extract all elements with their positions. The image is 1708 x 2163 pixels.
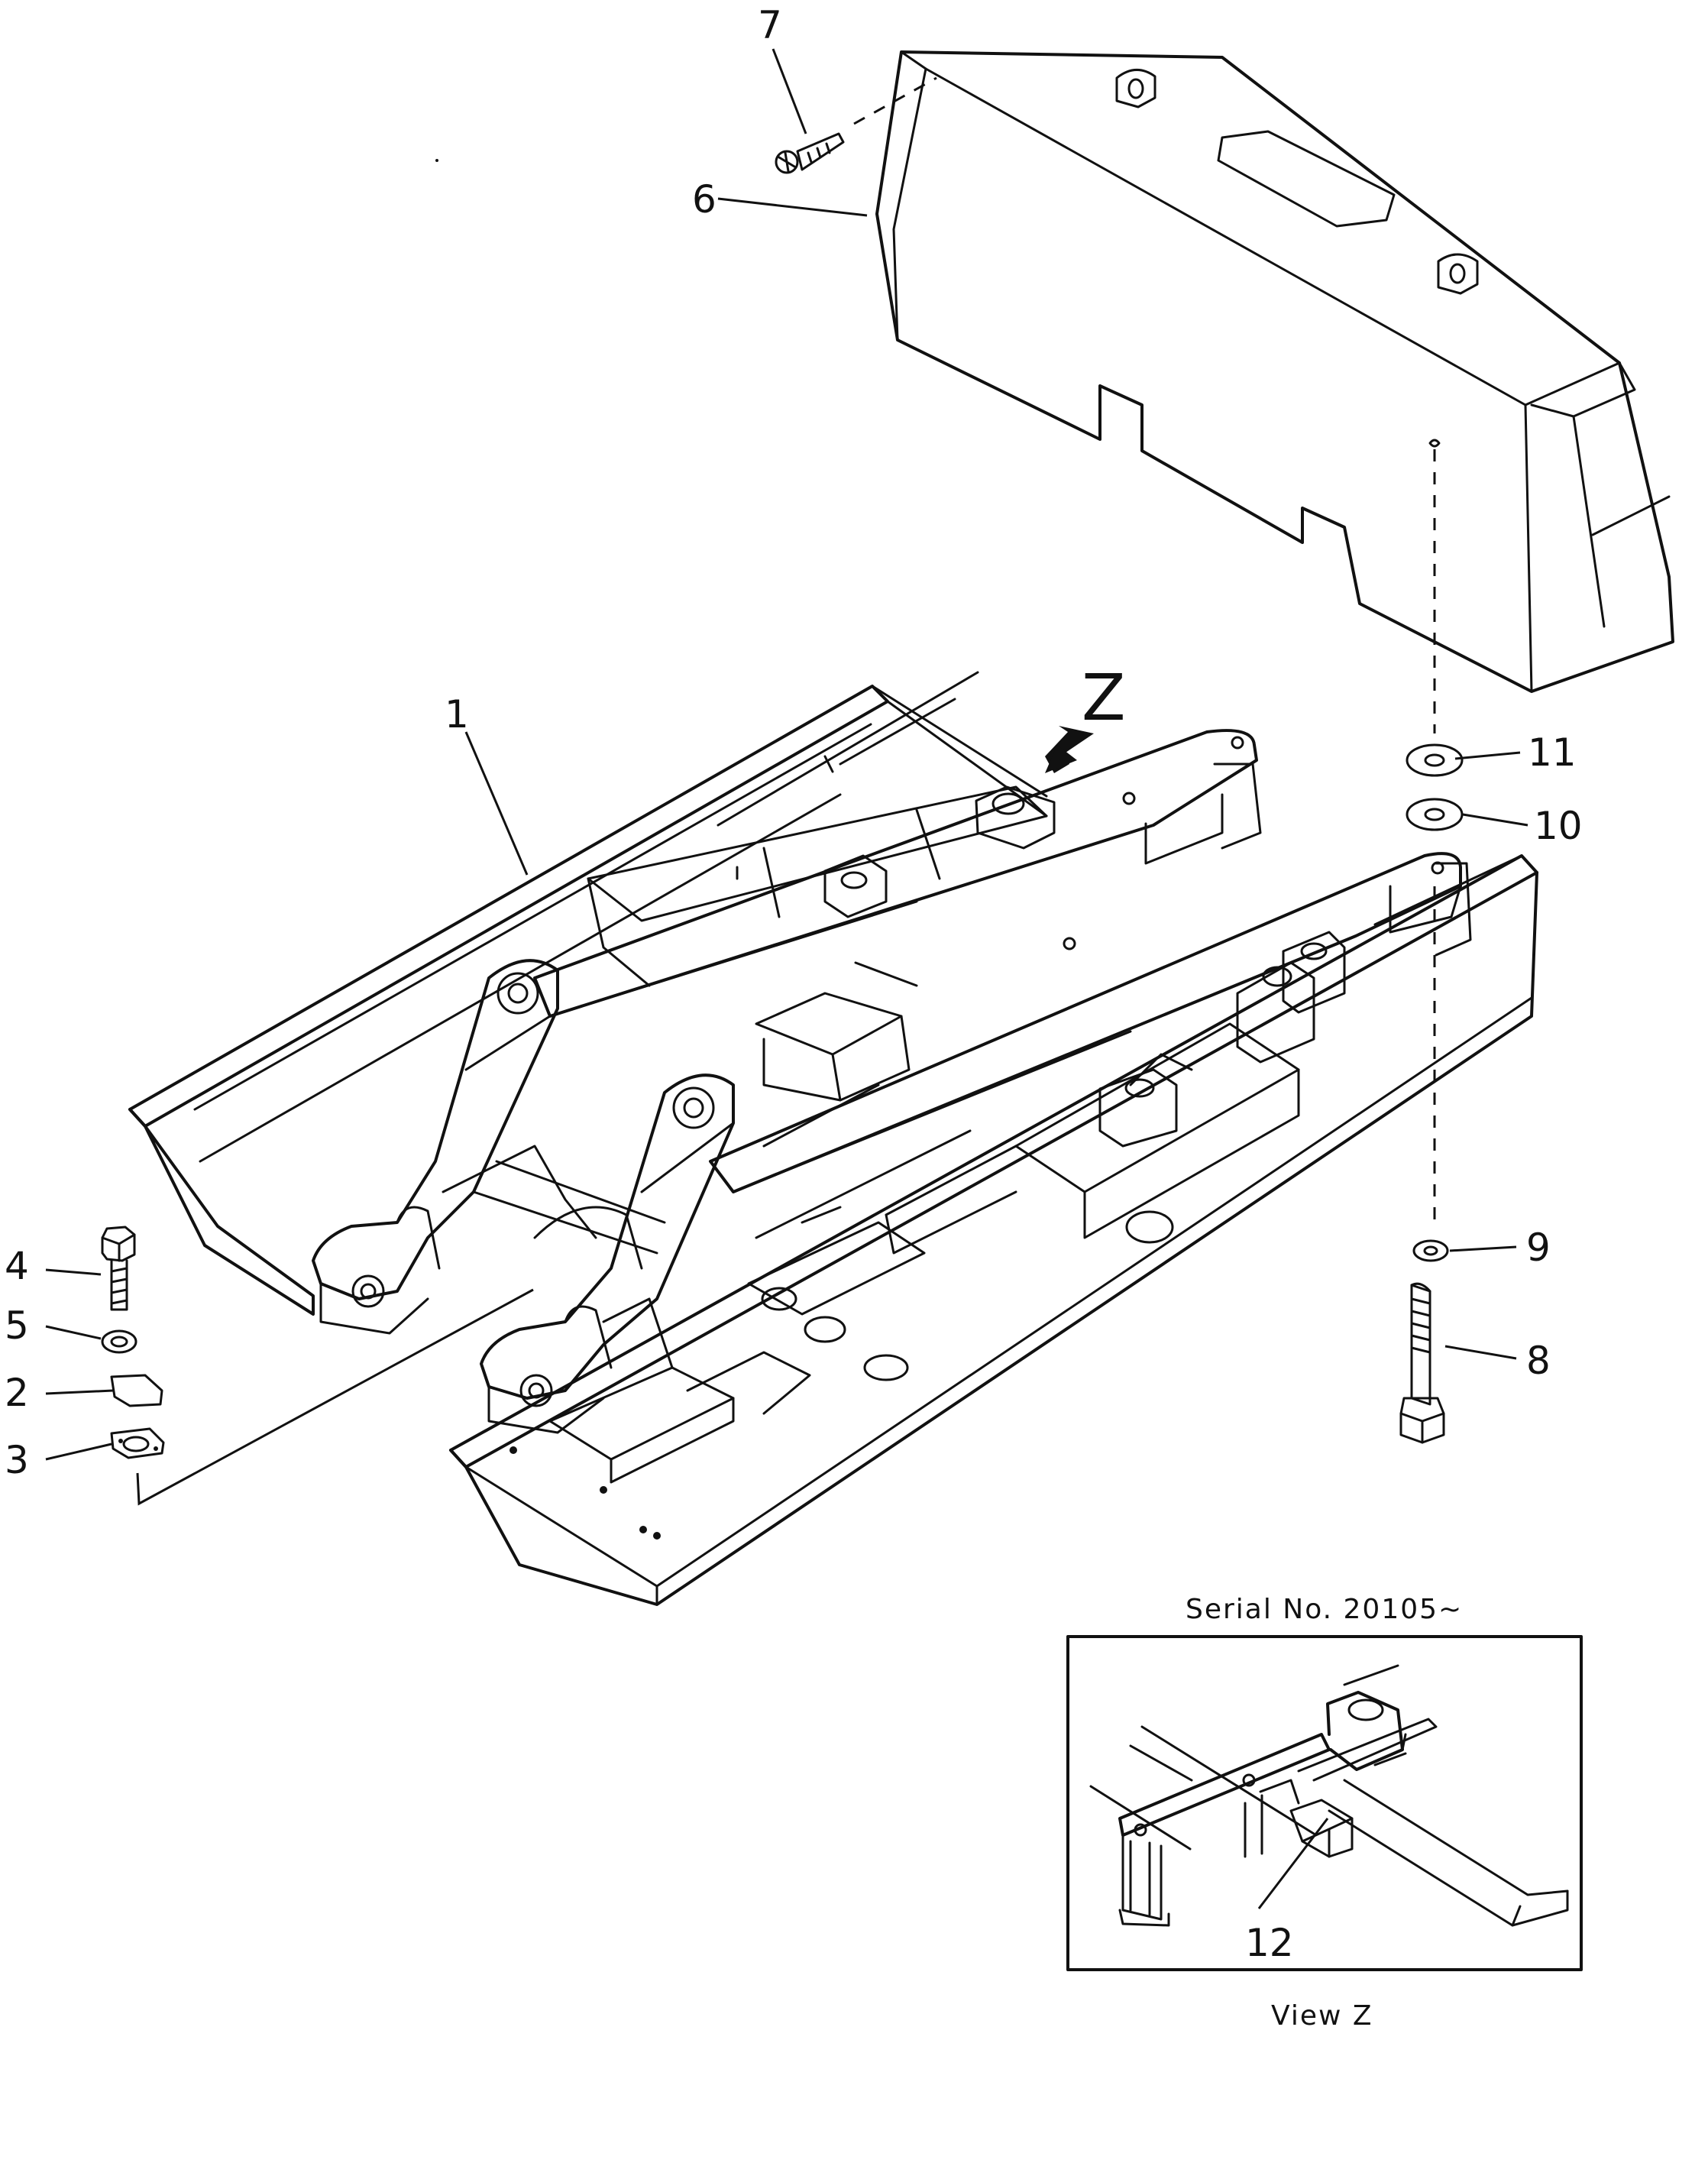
plate-2: [110, 1374, 163, 1407]
inset-view-z: Serial No. 20105~ 12: [1066, 1594, 1583, 1971]
counterweight: [875, 50, 1674, 693]
bolt-8: [1399, 1282, 1445, 1444]
callout-11: 11: [1528, 730, 1577, 775]
callout-8: 8: [1526, 1339, 1551, 1383]
leader-lines: [45, 48, 1528, 1909]
callout-3: 3: [5, 1438, 29, 1482]
washer-9: [1412, 1239, 1449, 1262]
callout-7: 7: [758, 3, 782, 47]
callout-5: 5: [5, 1303, 29, 1348]
view-z-arrow: Z: [1045, 660, 1126, 773]
assembly-bracket-line: [136, 1288, 534, 1506]
bolt-7: [775, 76, 937, 174]
inset-frame: [1066, 1635, 1583, 1971]
view-z-letter: Z: [1082, 660, 1126, 735]
callout-2: 2: [5, 1371, 29, 1415]
washer-10: [1406, 798, 1464, 831]
callout-numbers: 7 6 1 11 10 9 8 4 5 2 3: [5, 3, 1583, 1482]
revolving-frame: [128, 671, 1538, 1606]
callout-9: 9: [1526, 1226, 1551, 1270]
bolt-4: [101, 1226, 136, 1311]
callout-10: 10: [1534, 804, 1583, 848]
washer-5: [101, 1329, 137, 1354]
callout-12: 12: [1245, 1921, 1294, 1965]
callout-1: 1: [445, 692, 469, 737]
callout-4: 4: [5, 1244, 29, 1288]
inset-view-caption: View Z: [1271, 2000, 1373, 2032]
washer-11: [1406, 743, 1464, 777]
inset-serial-caption: Serial No. 20105~: [1186, 1594, 1463, 1625]
callout-6: 6: [692, 177, 717, 222]
gasket-3: [110, 1427, 165, 1459]
